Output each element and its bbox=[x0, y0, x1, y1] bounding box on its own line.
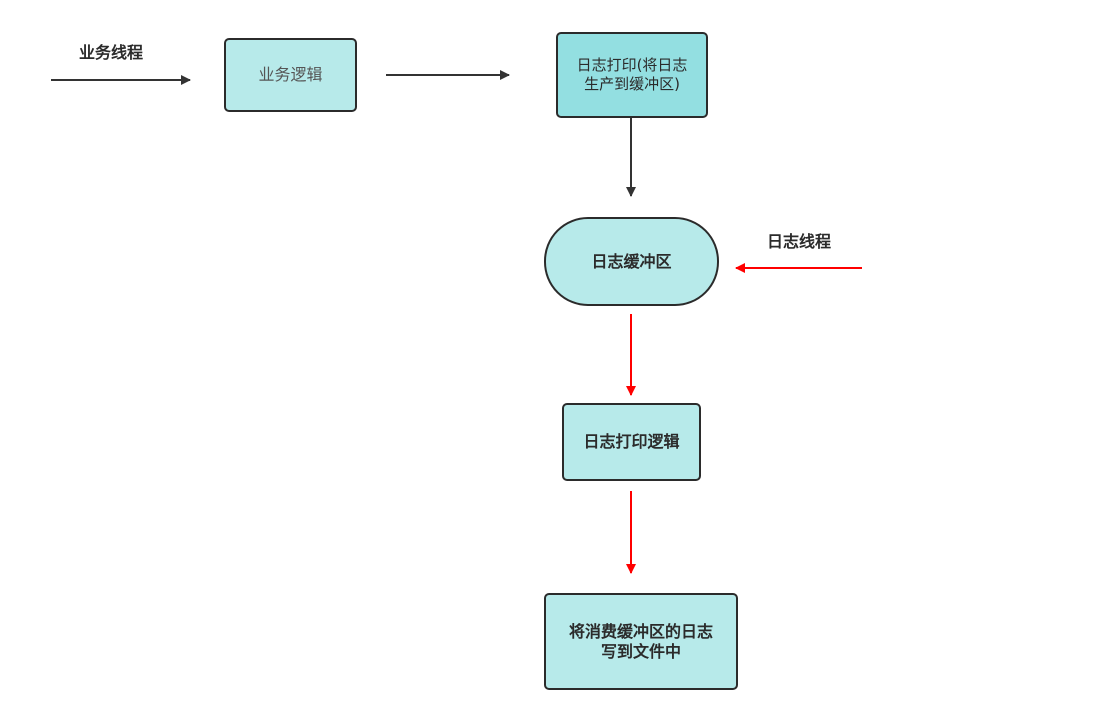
log-print-logic-node: 日志打印逻辑 bbox=[562, 403, 701, 481]
log-thread-label: 日志线程 bbox=[767, 232, 832, 251]
write-to-file-node: 将消费缓冲区的日志 写到文件中 bbox=[544, 593, 738, 690]
business-logic-node: 业务逻辑 bbox=[224, 38, 357, 112]
business-thread-label: 业务线程 bbox=[79, 43, 144, 62]
log-buffer-node: 日志缓冲区 bbox=[544, 217, 719, 306]
log-print-node: 日志打印(将日志 生产到缓冲区) bbox=[556, 32, 708, 118]
